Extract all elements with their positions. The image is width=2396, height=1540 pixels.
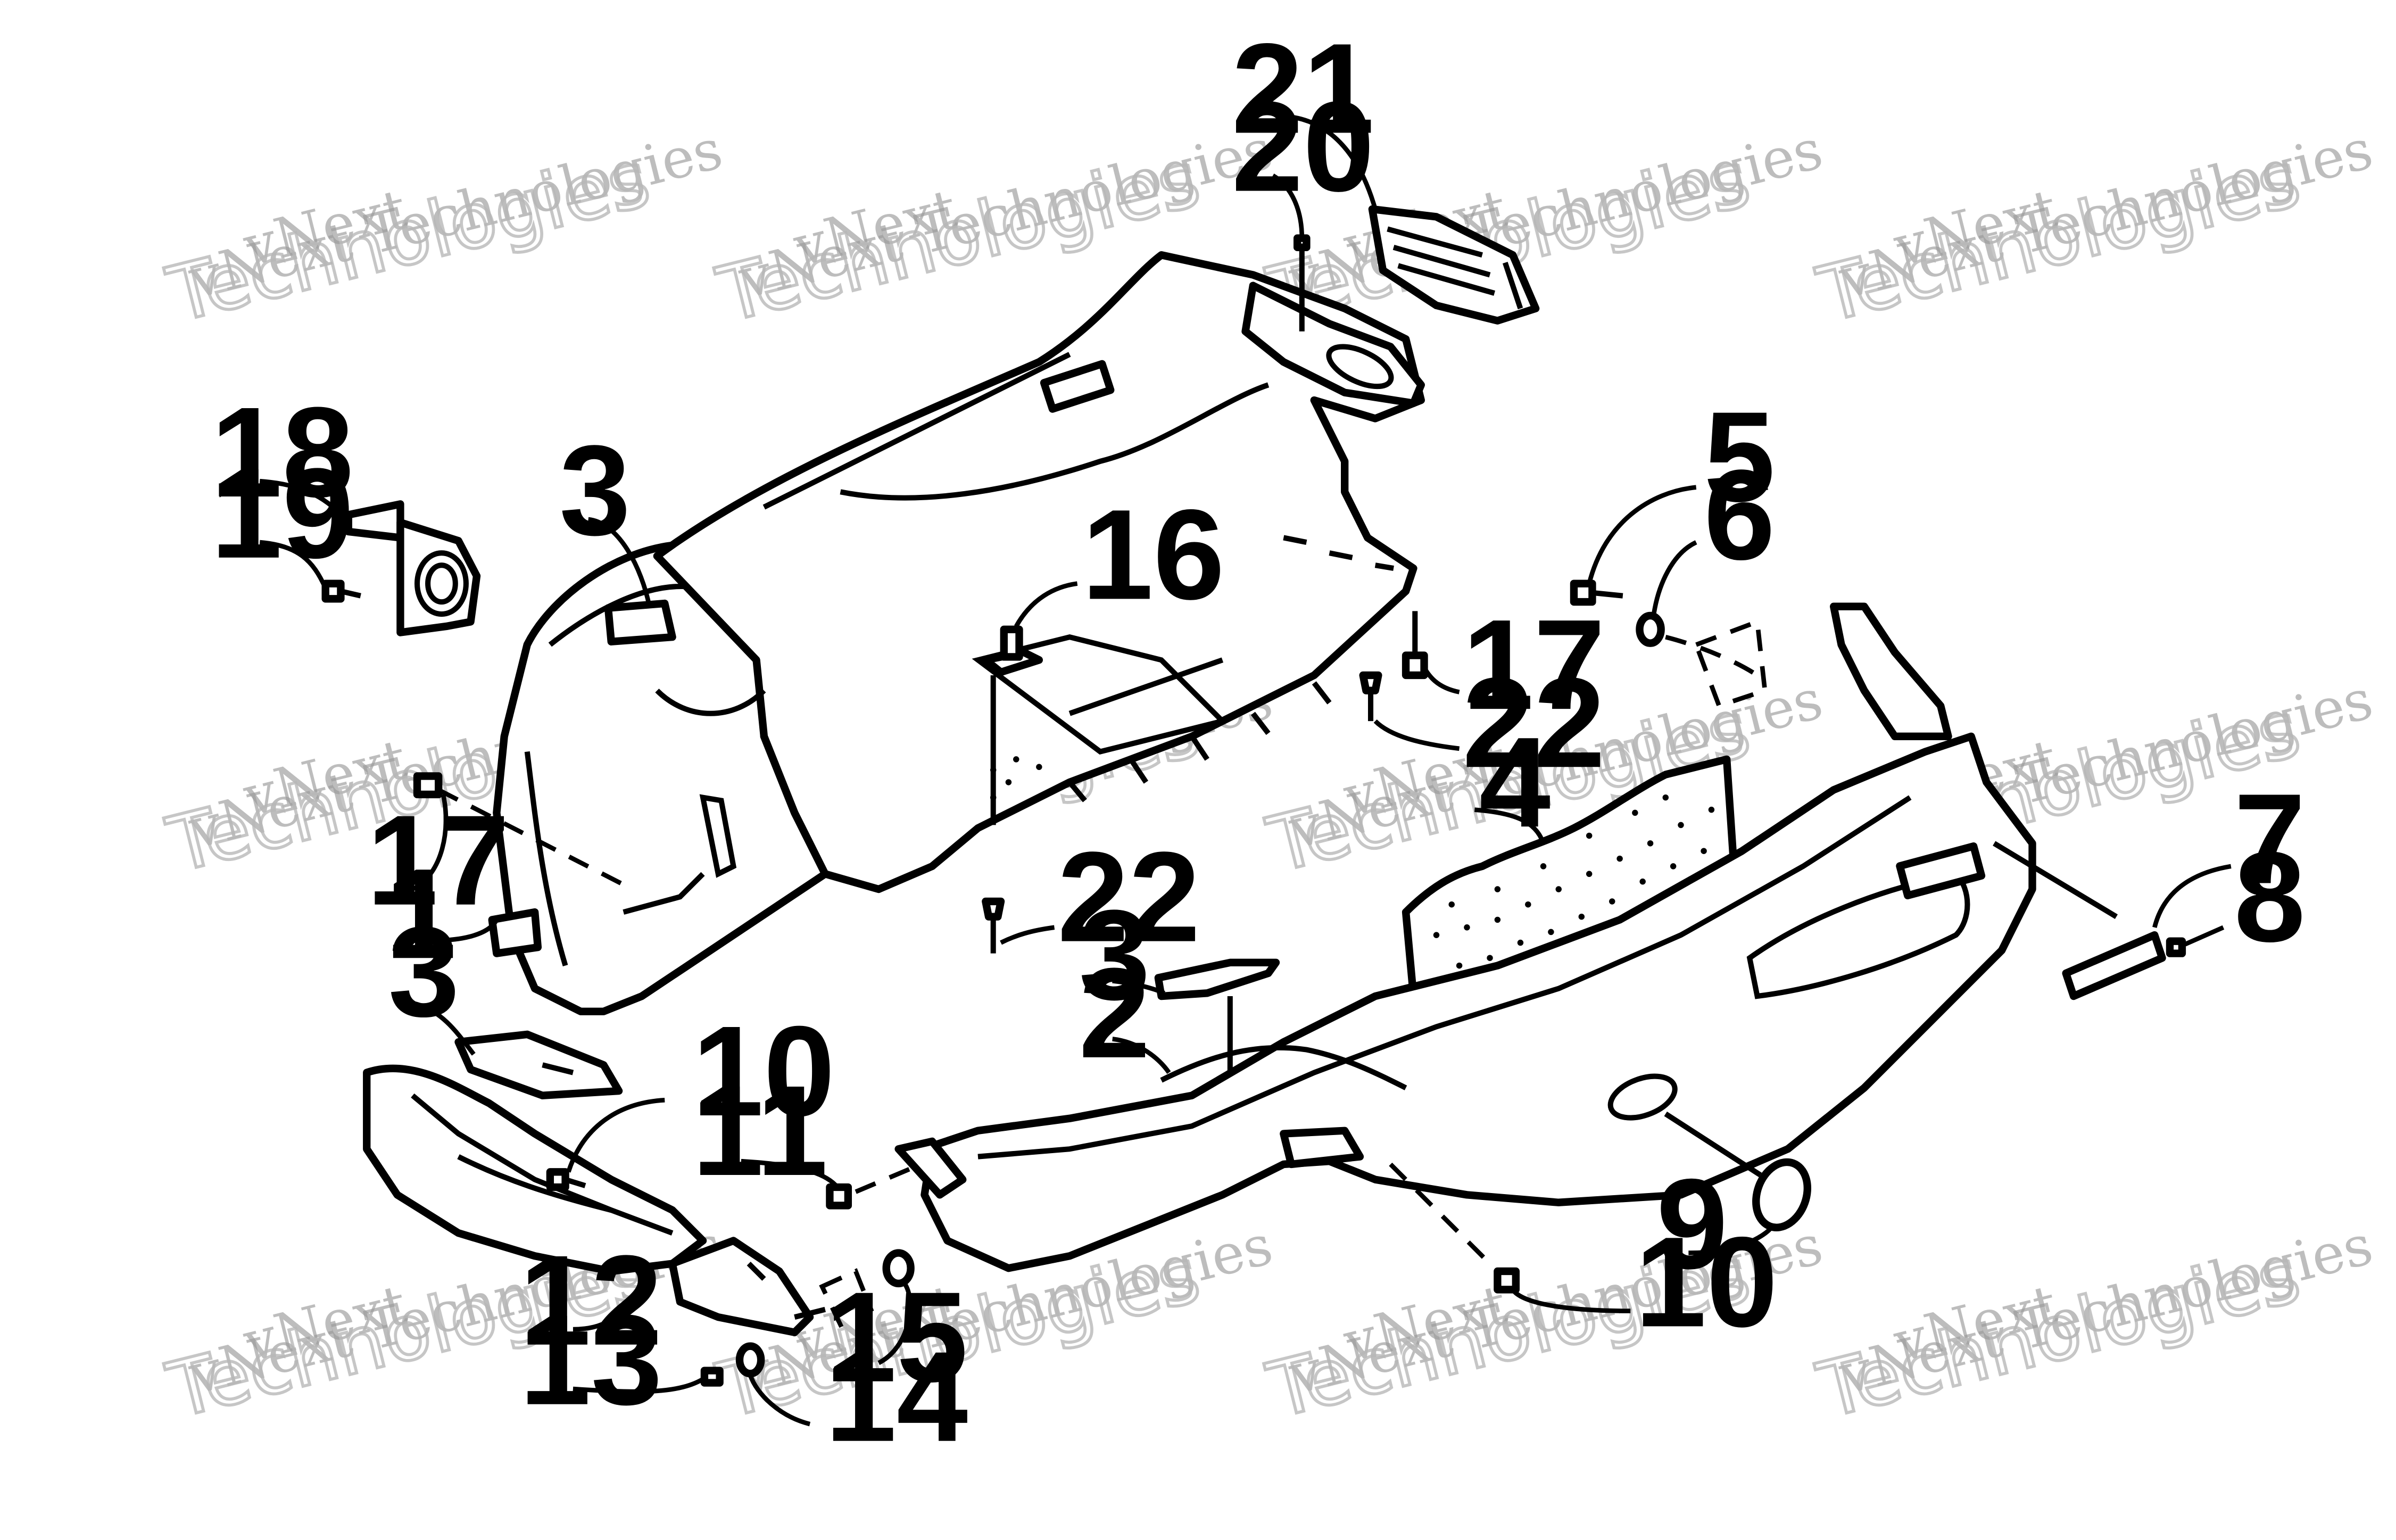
callout-5: 5 (1704, 386, 1775, 529)
screw-part-17-left (413, 772, 628, 889)
side-panel-part-2 (894, 602, 2036, 1272)
callout-22-right: 22 (1462, 651, 1605, 794)
decal-part-3-middle (1154, 958, 1280, 1073)
callout-11: 11 (692, 1059, 828, 1203)
callout-10-right: 10 (1635, 1211, 1778, 1354)
clip-part-11 (826, 1165, 915, 1210)
screw-part-10-right (1389, 1162, 1520, 1294)
svg-text:Technologies: Technologies (160, 135, 658, 340)
intake-boot-part-18 (344, 500, 481, 636)
callout-21: 21 (1232, 17, 1374, 160)
callout-18: 18 (211, 381, 353, 524)
callout-3-top: 3 (559, 419, 631, 562)
callout-labels: 21 20 18 19 3 16 5 6 17 22 4 17 1 22 7 8… (211, 17, 2305, 1468)
watermark: vNext vNext Technologies Technologies (1809, 1213, 2379, 1437)
callout-12: 12 (519, 1229, 662, 1372)
callout-14: 14 (825, 1326, 968, 1469)
callout-17-left: 17 (367, 789, 509, 932)
screw-part-17-right (1402, 611, 1428, 680)
washer-part-6 (1636, 611, 1768, 709)
callout-22-left: 22 (1057, 826, 1200, 969)
svg-text:Technologies: Technologies (1810, 135, 2308, 340)
callout-3-left: 3 (388, 900, 459, 1044)
callout-20: 20 (1232, 76, 1374, 219)
rivet-part-22-right (1359, 671, 1382, 722)
screw-part-10-left (546, 1168, 586, 1191)
callout-9: 9 (1656, 1153, 1728, 1296)
vent-housing (1241, 281, 1425, 407)
callout-16: 16 (1082, 483, 1224, 626)
callout-2: 2 (1079, 942, 1150, 1085)
vent-grille-part-21 (1368, 205, 1540, 325)
svg-text:Technologies: Technologies (1810, 1230, 2308, 1435)
callout-7: 7 (2234, 768, 2306, 911)
leader-lines (259, 113, 2232, 1427)
stud-part-16 (982, 625, 1043, 825)
screw-part-19 (321, 579, 361, 603)
decal-part-3-left (454, 1030, 623, 1099)
screw-part-13 (700, 1367, 724, 1387)
rivet-part-22-left (982, 897, 1005, 954)
callout-1: 1 (385, 842, 457, 986)
bolt-part-5 (1570, 579, 1623, 606)
screw-part-8 (2166, 937, 2186, 957)
callout-8: 8 (2234, 826, 2306, 969)
callout-6: 6 (1704, 444, 1775, 587)
callout-17-right: 17 (1462, 593, 1605, 736)
watermark: vNext vNext Technologies Technologies (1809, 117, 2379, 341)
callout-19: 19 (211, 442, 353, 585)
callout-4: 4 (1479, 711, 1551, 854)
nut-part-15 (794, 1249, 915, 1328)
callout-10-left: 10 (692, 1000, 835, 1143)
callout-3-middle: 3 (1079, 884, 1150, 1027)
bumper-part-12 (363, 1064, 814, 1337)
washer-part-14 (735, 1342, 765, 1378)
reflector-part-7 (1993, 841, 2166, 1000)
watermark: vNext vNext Technologies Technologies (158, 117, 728, 341)
callout-15: 15 (825, 1266, 968, 1409)
callout-13: 13 (519, 1289, 662, 1432)
